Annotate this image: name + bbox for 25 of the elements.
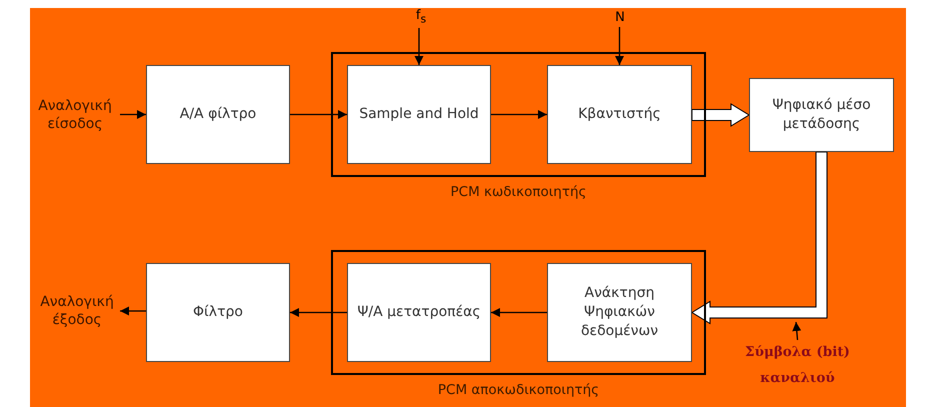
process-box: Ψηφιακό μέσο μετάδοσης <box>749 78 894 152</box>
hollow-arrow <box>691 152 828 324</box>
input-label: Αναλογική είσοδος <box>37 96 113 134</box>
process-box: Ανάκτηση Ψηφιακών δεδομένων <box>547 263 692 362</box>
arrow <box>792 322 802 340</box>
arrow <box>290 110 347 119</box>
arrow <box>290 308 347 317</box>
process-box: Α/Α φίλτρο <box>146 65 290 164</box>
arrow <box>120 110 146 119</box>
output-label: Αναλογική έξοδος <box>39 292 115 330</box>
process-box: Κβαντιστής <box>547 65 692 164</box>
group-label: PCM αποκωδικοποιητής <box>436 382 600 398</box>
channel-label: Σύμβολα (bit) καναλιού <box>744 343 851 388</box>
group-label: PCM κωδικοποιητής <box>450 184 588 200</box>
arrow <box>491 308 547 317</box>
process-box: Sample and Hold <box>347 65 491 164</box>
arrow <box>491 110 547 119</box>
process-box: Ψ/Α μετατροπέας <box>347 263 491 362</box>
signal-label: f$_{s}$ <box>416 8 426 26</box>
arrow <box>414 28 424 65</box>
arrow <box>120 306 146 316</box>
signal-label: N <box>615 10 625 24</box>
arrow <box>615 27 624 65</box>
process-box: Φίλτρο <box>146 263 290 362</box>
hollow-arrow <box>692 103 750 127</box>
